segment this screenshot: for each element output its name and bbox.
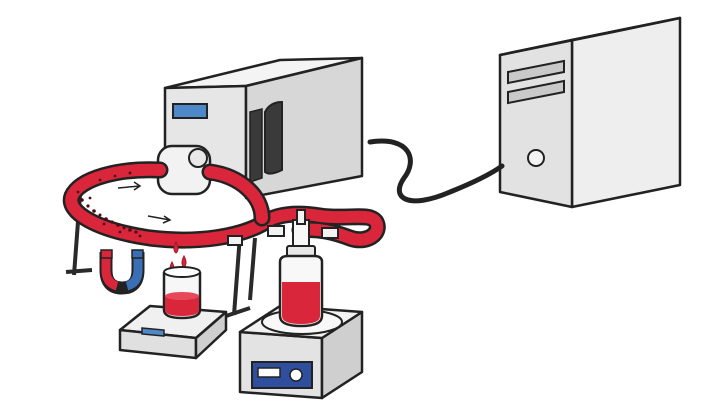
computer-drive-bay-1: [507, 59, 565, 85]
stirrer-knob: [289, 368, 303, 382]
computer-top-face: [498, 16, 682, 57]
pump-dark-panel: [264, 100, 283, 175]
flow-arrow-icon: [147, 215, 172, 224]
pump-display-screen: [172, 103, 208, 119]
peristaltic-pump-icon: [156, 56, 364, 200]
reservoir-bottle: [278, 209, 324, 328]
tube-stand: [65, 194, 257, 318]
balance-display: [141, 327, 165, 337]
data-cable: [367, 138, 505, 204]
flow-arrow-icon: [117, 181, 142, 191]
horseshoe-magnet-icon: [99, 249, 145, 295]
computer-tower-icon: [498, 16, 682, 209]
blood-tubing-loop: [62, 161, 386, 249]
pump-knob: [188, 148, 208, 168]
computer-drive-bay-2: [507, 79, 565, 105]
balance-side: [194, 310, 228, 360]
magnetic-particles: [76, 171, 142, 238]
computer-side-face: [570, 16, 682, 209]
stirrer-display: [257, 367, 281, 378]
computer-power-button: [527, 149, 545, 167]
collection-beaker: [162, 266, 202, 320]
pump-side-slot: [249, 108, 263, 184]
